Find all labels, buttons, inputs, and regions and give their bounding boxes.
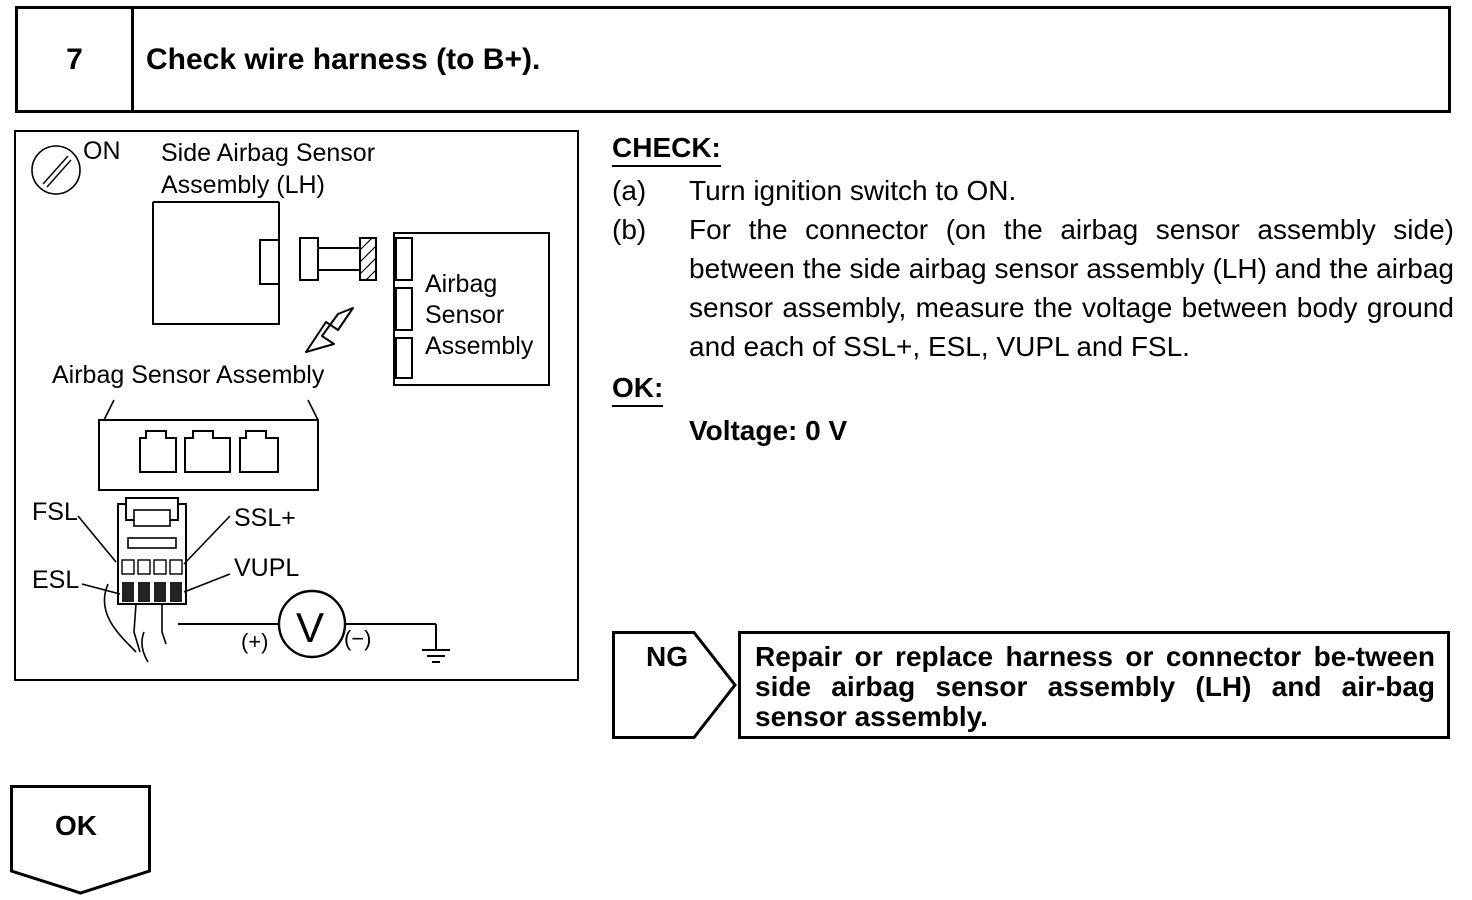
terminal-leader-lines <box>77 515 231 595</box>
terminal-ssl-plus-label: SSL+ <box>234 504 296 532</box>
check-item-text: Turn ignition switch to ON. <box>689 175 1017 206</box>
ok-heading: OK: <box>612 371 664 407</box>
airbag-sensor-label-line1: Airbag <box>425 270 497 298</box>
connector-face-view <box>98 399 319 491</box>
check-item-text: For the connector (on the airbag sensor … <box>689 214 1454 362</box>
ignition-key-icon <box>31 145 81 195</box>
ground-icon <box>422 649 450 663</box>
airbag-sensor-label-line2: Sensor <box>425 301 504 329</box>
voltmeter-symbol: V <box>296 604 324 651</box>
harness-connector-shape <box>299 237 377 281</box>
check-item-label: (a) <box>612 175 647 206</box>
check-heading: CHECK: <box>612 131 721 167</box>
check-item: (a) Turn ignition switch to ON. <box>612 171 1454 210</box>
ignition-on-label: ON <box>83 137 121 165</box>
check-item-label: (b) <box>612 214 647 245</box>
step-number: 7 <box>18 9 134 110</box>
meter-plus-label: (+) <box>241 629 269 654</box>
ng-label: NG <box>646 641 688 672</box>
voltmeter-icon: V <box>178 589 437 659</box>
probed-connector-shape <box>103 497 187 663</box>
meter-minus-label: (−) <box>344 626 372 651</box>
view-direction-arrow-icon <box>305 307 354 353</box>
ok-tag-shape <box>10 785 151 895</box>
side-sensor-assembly-shape <box>152 201 280 325</box>
side-sensor-label-line1: Side Airbag Sensor <box>161 139 375 167</box>
ok-value: Voltage: 0 V <box>689 415 848 446</box>
terminal-vupl-label: VUPL <box>234 554 299 582</box>
ng-action-box: Repair or replace harness or connector b… <box>738 631 1450 739</box>
check-item: (b) For the connector (on the airbag sen… <box>612 210 1454 366</box>
airbag-sensor-assembly-shape <box>393 232 550 386</box>
ng-tag-shape <box>612 631 737 739</box>
diagram-svg: ON Side Airbag Sensor Assembly (LH) Airb… <box>31 137 550 663</box>
airbag-sensor-label-line3: Assembly <box>425 332 534 360</box>
terminal-esl-label: ESL <box>32 566 79 594</box>
check-procedure: CHECK: (a) Turn ignition switch to ON. (… <box>612 128 1454 450</box>
connector-caption: Airbag Sensor Assembly <box>52 361 325 389</box>
wiring-diagram: ON Side Airbag Sensor Assembly (LH) Airb… <box>14 130 579 681</box>
terminal-fsl-label: FSL <box>32 498 78 526</box>
step-header: 7 Check wire harness (to B+). <box>15 6 1451 113</box>
ok-tag-label: OK <box>55 810 97 841</box>
side-sensor-label-line2: Assembly (LH) <box>161 171 325 199</box>
step-title: Check wire harness (to B+). <box>146 42 541 76</box>
